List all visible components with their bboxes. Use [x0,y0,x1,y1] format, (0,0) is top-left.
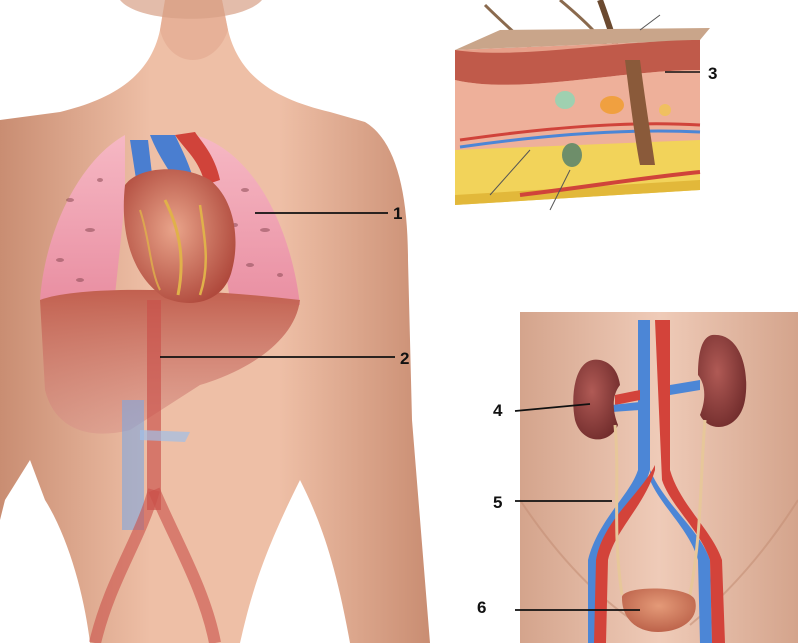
label-1: 1 [393,204,402,223]
urinary-system-illustration [520,312,798,643]
left-kidney [573,360,620,440]
label-3: 3 [708,64,717,83]
label-5: 5 [493,493,502,512]
label-2: 2 [400,349,409,368]
label-4: 4 [493,401,503,420]
skin-cross-section [455,0,710,210]
torso-illustration [0,0,430,643]
label-6: 6 [477,598,486,617]
